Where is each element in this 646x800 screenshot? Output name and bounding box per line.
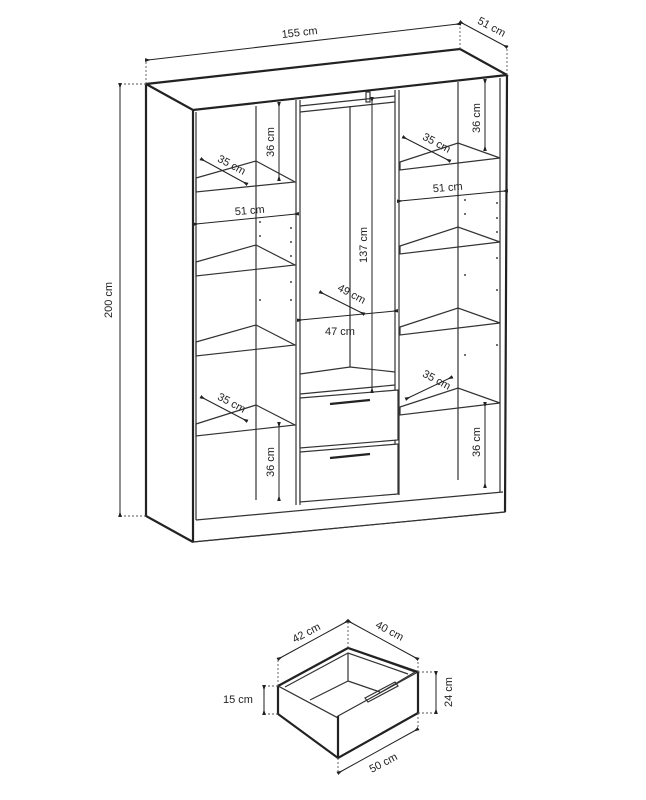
- hanging-height-label: 137 cm: [358, 227, 370, 263]
- wardrobe-drawing: 155 cm 51 cm 200 cm 36 cm 35 cm 51 cm 36…: [103, 15, 509, 544]
- wardrobe-left-side: [145, 82, 194, 544]
- height-label: 200 cm: [103, 282, 115, 318]
- drawer-side-height-label: 15 cm: [223, 694, 253, 706]
- right-inner-width-label: 51 cm: [432, 181, 463, 196]
- drawer-drawing: 42 cm 40 cm 50 cm 15 cm 24 cm: [223, 618, 455, 776]
- width-label: 155 cm: [281, 25, 318, 41]
- width-dimension-line: [144, 21, 462, 63]
- drawer-inner-width-label: 40 cm: [373, 619, 405, 644]
- depth-label: 51 cm: [475, 15, 507, 40]
- top-left-shelf-height-label: 36 cm: [265, 127, 277, 157]
- drawer-front-height-label: 24 cm: [443, 677, 455, 707]
- depth-dimension-line: [458, 19, 509, 50]
- bottom-right-shelf-height-label: 36 cm: [471, 427, 483, 457]
- drawer-front-width-label: 50 cm: [368, 751, 400, 776]
- hanging-width-label: 47 cm: [325, 326, 355, 338]
- top-right-shelf-height-label: 36 cm: [471, 103, 483, 133]
- bottom-left-shelf-height-label: 36 cm: [265, 447, 277, 477]
- drawer-side-depth-label: 42 cm: [291, 621, 323, 646]
- wardrobe-drawers: [299, 389, 399, 503]
- left-inner-width-label: 51 cm: [234, 204, 265, 219]
